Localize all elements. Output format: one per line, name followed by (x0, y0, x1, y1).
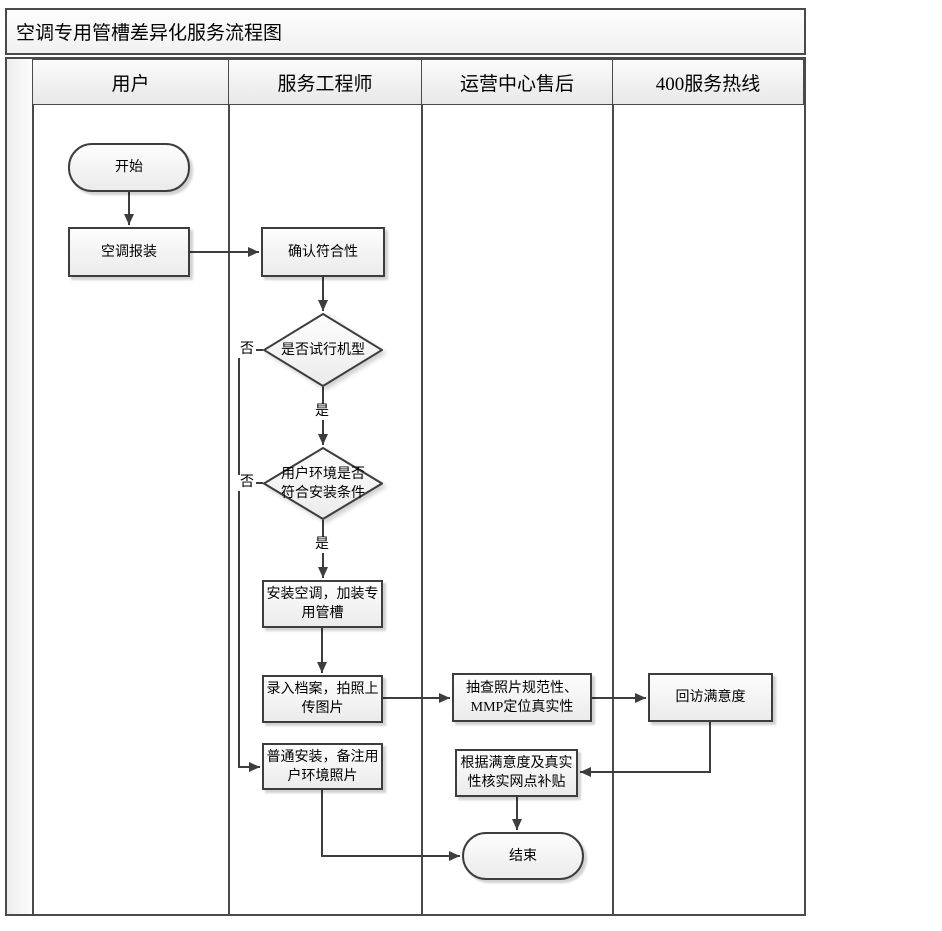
lane-header-ops: 运营中心售后 (421, 59, 613, 105)
lane-header-ops-label: 运营中心售后 (459, 73, 574, 95)
node-verify: 根据满意度及真实 性核实网点补贴 (455, 749, 578, 797)
edge-label-env-yes: 是 (313, 537, 331, 553)
lane-header-hotline: 400服务热线 (612, 59, 804, 105)
edge-label-env-no: 否 (238, 475, 256, 491)
node-record: 录入档案，拍照上 传图片 (262, 675, 383, 723)
node-env: 用户环境是否 符合安装条件 (263, 447, 383, 520)
node-confirm: 确认符合性 (261, 227, 385, 277)
diagram-title: 空调专用管槽差异化服务流程图 (16, 23, 283, 44)
node-trial-shape (263, 313, 383, 387)
left-strip (7, 59, 34, 914)
edge-label-trial-no: 否 (238, 342, 256, 358)
lane-header-user: 用户 (32, 59, 229, 105)
diagram-title-bar: 空调专用管槽差异化服务流程图 (5, 8, 806, 55)
node-end: 结束 (462, 832, 584, 880)
lane-divider-1 (228, 59, 230, 914)
lane-divider-3 (612, 59, 614, 914)
node-report: 空调报装 (68, 227, 190, 277)
lane-header-engineer-label: 服务工程师 (277, 73, 373, 95)
lane-header-user-label: 用户 (111, 73, 150, 95)
node-visit: 回访满意度 (648, 673, 773, 722)
node-install: 安装空调，加装专 用管槽 (262, 580, 383, 628)
node-trial-label: 是否试行机型 (281, 342, 365, 358)
lane-divider-2 (421, 59, 423, 914)
node-normal: 普通安装，备注用 户环境照片 (262, 743, 383, 790)
node-env-label: 用户环境是否 符合安装条件 (281, 466, 365, 501)
node-env-shape (263, 447, 383, 520)
node-trial: 是否试行机型 (263, 313, 383, 387)
lane-header-hotline-label: 400服务热线 (655, 73, 761, 95)
lane-header-engineer: 服务工程师 (228, 59, 422, 105)
node-check: 抽查照片规范性、 MMP定位真实性 (452, 673, 592, 722)
node-start: 开始 (68, 143, 190, 192)
edge-label-trial-yes: 是 (313, 404, 331, 420)
